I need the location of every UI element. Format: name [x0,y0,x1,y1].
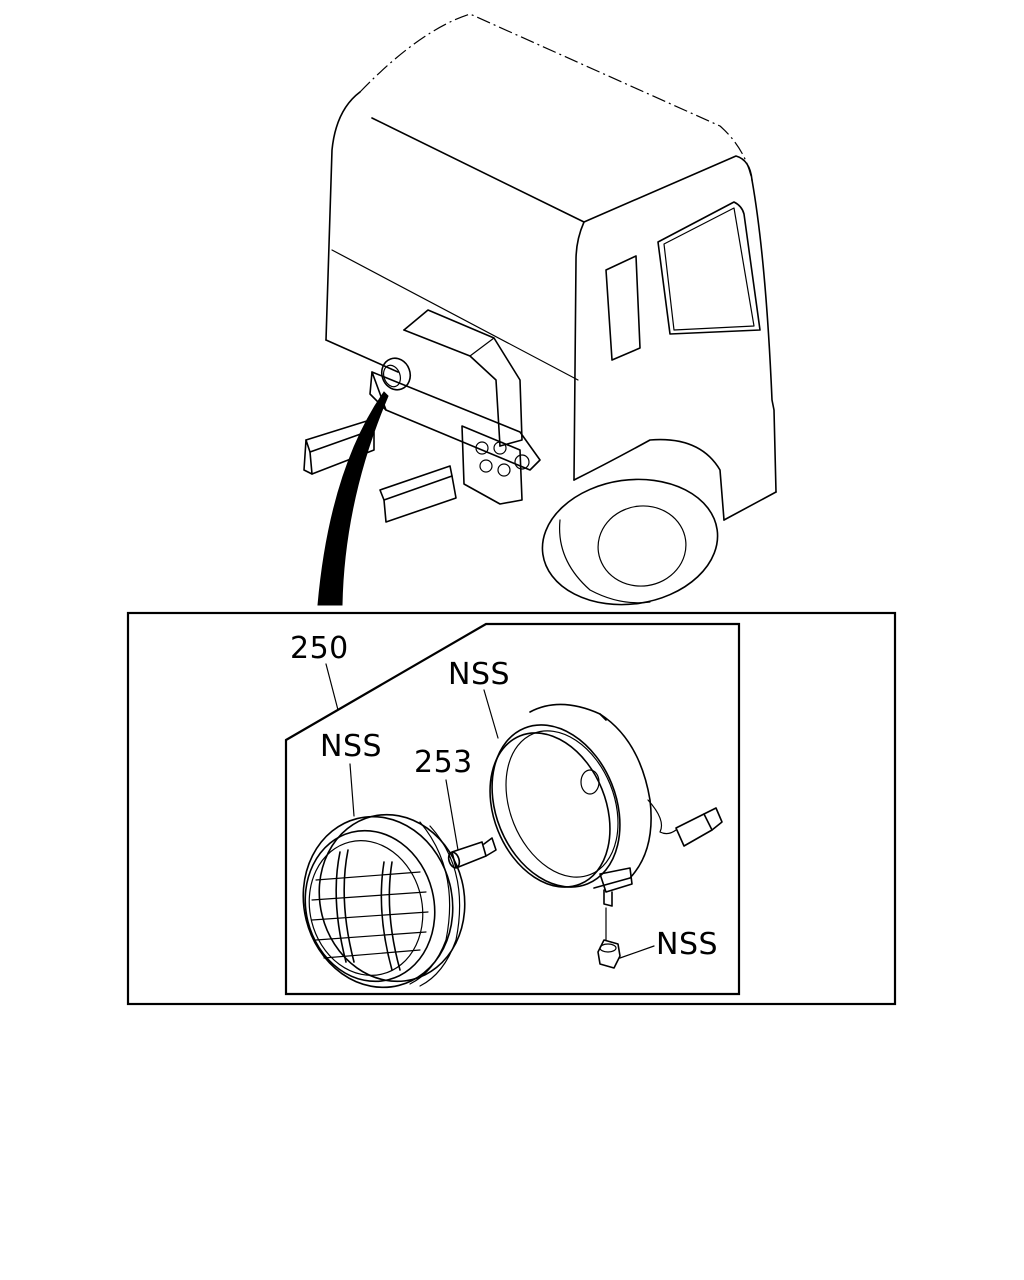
truck-cab-illustration [303,13,777,606]
lamp-housing [489,703,723,907]
detail-frame-outer [126,611,897,1006]
leader-lines [325,663,655,959]
bolt-part [447,837,497,869]
callout-250: 250 [290,631,349,666]
callout-253: 253 [414,745,473,780]
detail-frame-inner [284,622,741,996]
callout-nss-nut: NSS [656,927,718,962]
callout-nss-housing: NSS [448,657,510,692]
callout-nss-lens: NSS [320,729,382,764]
lamp-lens-grille [302,813,466,989]
detail-pointer [317,391,389,606]
nut-part [597,939,621,969]
